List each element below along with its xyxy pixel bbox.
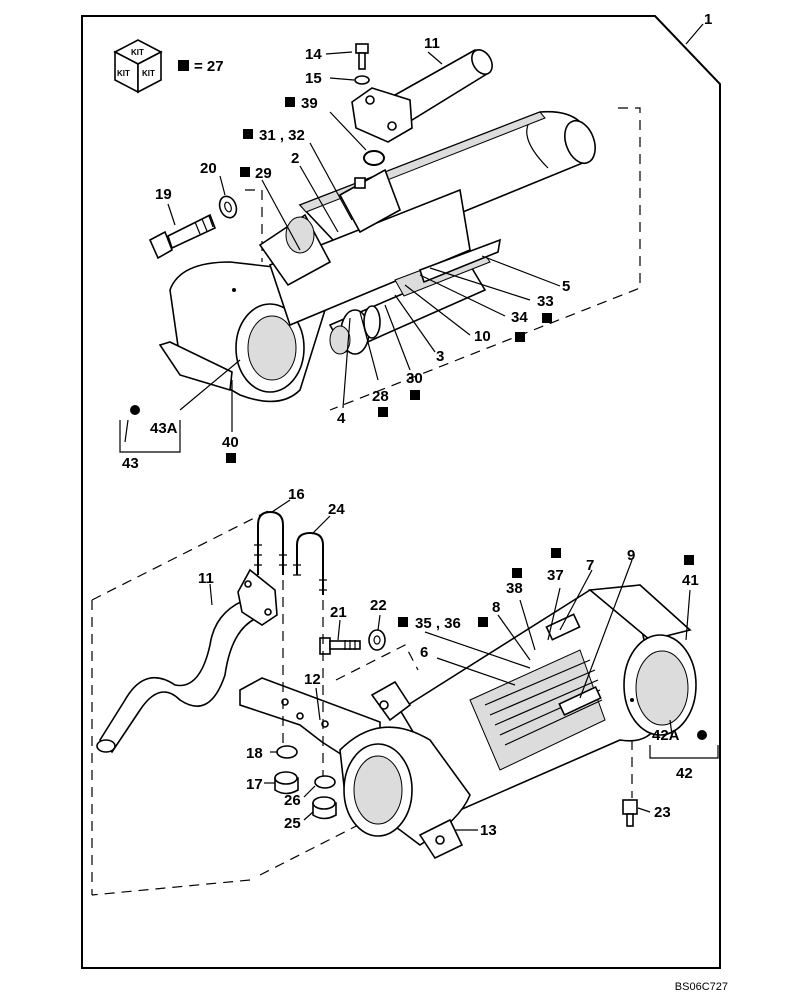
callout-8: 8	[492, 599, 500, 616]
callout-20: 20	[200, 160, 217, 177]
callout-42a: 42A	[652, 727, 680, 744]
bolt-19	[148, 213, 217, 260]
u-bolt-24	[293, 531, 327, 595]
svg-text:KIT: KIT	[117, 69, 130, 78]
callout-21: 21	[330, 604, 347, 621]
callout-16: 16	[288, 486, 305, 503]
nut-17	[274, 771, 299, 795]
cylinder-barrel	[398, 584, 697, 812]
callout-41: 41	[682, 572, 699, 589]
svg-text:KIT: KIT	[142, 69, 155, 78]
diagram-frame	[81, 15, 721, 969]
washer-15	[354, 75, 370, 85]
callout-1: 1	[704, 11, 712, 28]
callout-38: 38	[506, 580, 523, 597]
kit-cube-icon: KIT KIT KIT	[113, 39, 163, 94]
washer-26	[314, 775, 336, 789]
rod-eye-43	[158, 261, 326, 403]
callout-13: 13	[480, 822, 497, 839]
callout-22: 22	[370, 597, 387, 614]
washer-20	[218, 195, 238, 219]
pipe-flange-bottom	[237, 568, 278, 626]
callout-10: 10	[474, 328, 491, 345]
callout-37: 37	[547, 567, 564, 584]
callout-6: 6	[420, 644, 428, 661]
washer-18	[276, 745, 298, 759]
callout-3: 3	[436, 348, 444, 365]
callout-28: 28	[372, 388, 389, 405]
drawing-code: BS06C727	[675, 981, 728, 993]
hydraulic-pipe-top	[393, 49, 493, 122]
callout-42: 42	[676, 765, 693, 782]
clamp-13	[339, 680, 471, 860]
bolt-14	[355, 43, 369, 70]
callout-33: 33	[537, 293, 554, 310]
callout-17: 17	[246, 776, 263, 793]
callout-25: 25	[284, 815, 301, 832]
callout-11-bottom: 11	[198, 570, 214, 587]
callout-9: 9	[627, 547, 635, 564]
callout-12: 12	[304, 671, 321, 688]
callout-7: 7	[586, 557, 594, 574]
callout-18: 18	[246, 745, 263, 762]
callout-19: 19	[155, 186, 172, 203]
callout-43: 43	[122, 455, 139, 472]
callout-5: 5	[562, 278, 570, 295]
callout-23: 23	[654, 804, 671, 821]
callout-39: 39	[301, 95, 318, 112]
callout-34: 34	[511, 309, 528, 326]
piston-rod	[258, 168, 471, 327]
callout-40: 40	[222, 434, 239, 451]
grease-fitting-23	[622, 799, 638, 827]
callout-43a: 43A	[150, 420, 178, 437]
svg-text:KIT: KIT	[131, 48, 144, 57]
u-bolt-16	[254, 510, 287, 575]
assembly-leader	[685, 23, 704, 45]
nut-25	[312, 796, 337, 820]
hydraulic-pipe-bottom	[96, 597, 264, 754]
kit-square-marker	[178, 60, 189, 71]
washer-22	[368, 629, 386, 651]
callout-29: 29	[255, 165, 272, 182]
callout-26: 26	[284, 792, 301, 809]
kit-equals-label: = 27	[194, 58, 224, 75]
callout-4: 4	[337, 410, 346, 427]
callout-30: 30	[406, 370, 423, 387]
o-ring-39	[363, 150, 385, 166]
bolt-21	[319, 637, 361, 655]
callout-31-32: 31 , 32	[259, 127, 305, 144]
callout-35-36: 35 , 36	[415, 615, 461, 632]
callout-24: 24	[328, 501, 345, 518]
callout-11-top: 11	[424, 35, 440, 52]
circle-marker-42	[697, 730, 707, 740]
callout-15: 15	[305, 70, 322, 87]
circle-marker-43	[130, 405, 140, 415]
top-dashed-box	[329, 107, 641, 411]
callout-14: 14	[305, 46, 322, 63]
callout-2: 2	[291, 150, 299, 167]
pipe-flange-top	[351, 87, 413, 143]
